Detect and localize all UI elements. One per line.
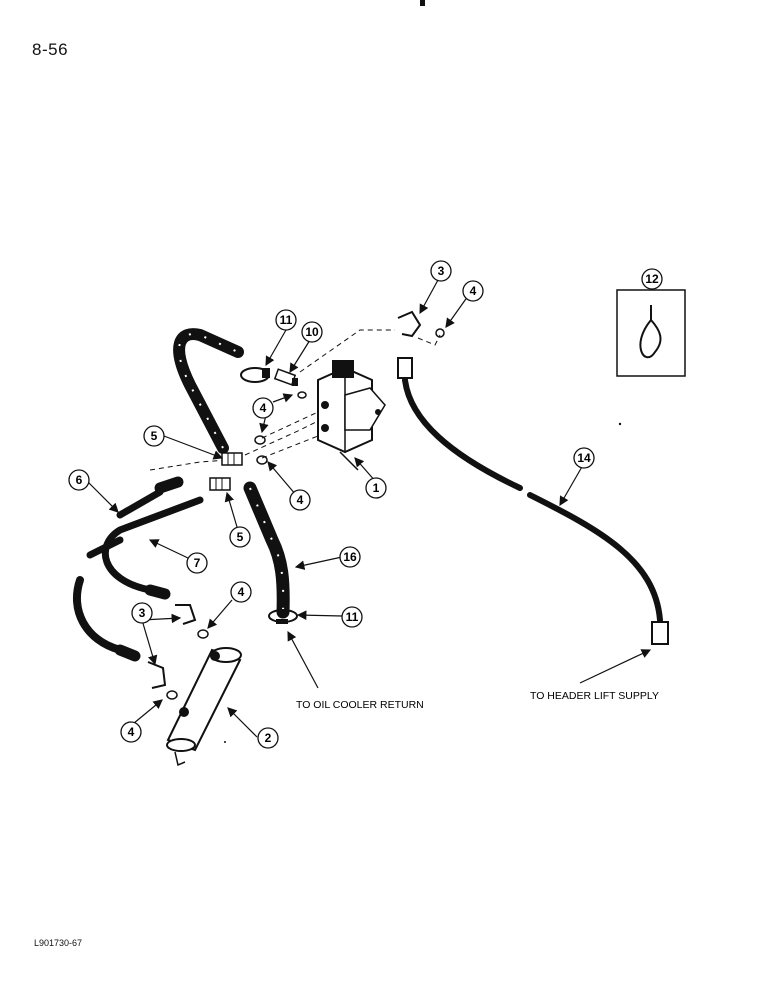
svg-text:6: 6 — [76, 473, 83, 487]
svg-text:11: 11 — [280, 313, 293, 327]
callout-11-lower: 11 — [341, 606, 363, 628]
callout-10: 10 — [301, 321, 323, 343]
svg-text:4: 4 — [470, 284, 477, 298]
callout-3-top: 3 — [430, 260, 452, 282]
svg-text:4: 4 — [260, 401, 267, 415]
svg-text:2: 2 — [265, 731, 272, 745]
left-hoses — [72, 476, 204, 662]
callouts: 5 6 5 7 4 4 1 11 10 3 4 12 14 16 11 4 3 … — [68, 260, 663, 749]
svg-text:4: 4 — [297, 493, 304, 507]
callout-5b: 5 — [229, 526, 251, 548]
o-ring — [256, 455, 268, 465]
leader-lines — [85, 279, 652, 738]
svg-text:3: 3 — [139, 606, 146, 620]
callout-12: 12 — [641, 268, 663, 290]
callout-4-cyl-lower: 4 — [120, 721, 142, 743]
upper-u-hose — [173, 328, 244, 454]
svg-text:5: 5 — [151, 429, 158, 443]
speck — [224, 741, 226, 743]
svg-text:5: 5 — [237, 530, 244, 544]
caption-header-lift: TO HEADER LIFT SUPPLY — [530, 690, 659, 702]
elbow-fitting-top — [397, 310, 445, 338]
callout-7: 7 — [186, 552, 208, 574]
callout-11-upper: 11 — [275, 309, 297, 331]
callout-4-valve-lower: 4 — [289, 489, 311, 511]
caption-oil-cooler: TO OIL COOLER RETURN — [296, 699, 424, 711]
callout-3-lower: 3 — [131, 602, 153, 624]
svg-text:11: 11 — [346, 610, 359, 624]
callout-4-cyl-upper: 4 — [230, 581, 252, 603]
lift-cylinder — [166, 647, 242, 767]
assembly-dash-lines — [149, 329, 441, 471]
header-lift-hose — [397, 357, 669, 645]
callout-4-valve-upper: 4 — [252, 397, 274, 419]
fitting-5a — [221, 452, 243, 466]
svg-text:7: 7 — [194, 556, 201, 570]
return-hose — [243, 481, 290, 619]
elbow-fitting-lower — [147, 661, 178, 700]
callout-5a: 5 — [143, 425, 165, 447]
svg-text:3: 3 — [438, 264, 445, 278]
svg-text:1: 1 — [373, 481, 380, 495]
callout-4-top: 4 — [462, 280, 484, 302]
page-number: 8-56 — [32, 40, 69, 59]
callout-16: 16 — [339, 546, 361, 568]
callout-1: 1 — [365, 477, 387, 499]
speck — [618, 422, 622, 426]
callout-14: 14 — [573, 447, 595, 469]
fitting-10 — [273, 368, 307, 399]
o-ring — [254, 435, 266, 445]
elbow-fitting-upper — [175, 604, 209, 639]
crop-mark — [420, 0, 425, 6]
callout-6: 6 — [68, 469, 90, 491]
svg-text:4: 4 — [128, 725, 135, 739]
callout-2: 2 — [257, 727, 279, 749]
svg-text:12: 12 — [645, 272, 659, 286]
svg-text:14: 14 — [577, 451, 591, 465]
figure-code: L901730-67 — [34, 938, 83, 948]
hose-clamp-upper — [240, 367, 270, 383]
svg-text:16: 16 — [343, 550, 357, 564]
fitting-5b — [209, 477, 231, 491]
clip-detail-box — [616, 289, 686, 377]
svg-text:4: 4 — [238, 585, 245, 599]
svg-text:10: 10 — [305, 325, 319, 339]
valve-block — [317, 360, 386, 471]
